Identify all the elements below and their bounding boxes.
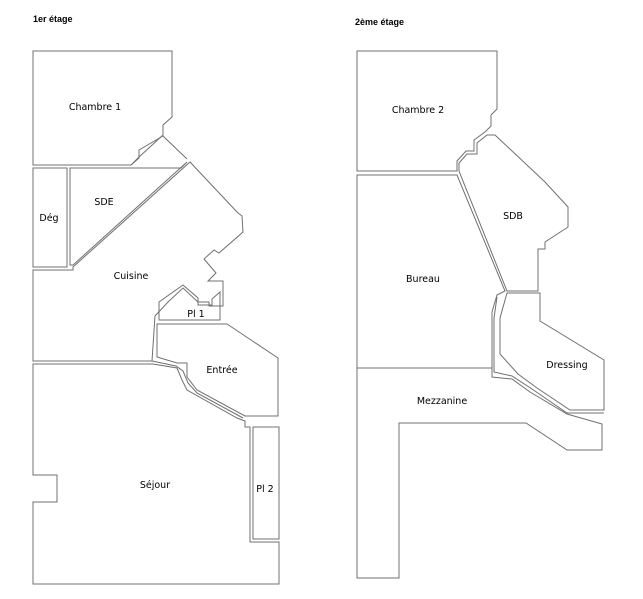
room-dressing	[499, 292, 605, 411]
label-mezzanine: Mezzanine	[417, 396, 468, 407]
label-chambre-1: Chambre 1	[69, 102, 121, 113]
label-cuisine: Cuisine	[114, 271, 149, 282]
label-entree: Entrée	[206, 365, 237, 376]
room-entree	[156, 323, 279, 417]
room-cuisine	[32, 161, 244, 362]
room-chambre-2	[356, 50, 498, 172]
label-pl-1: Pl 1	[187, 309, 204, 320]
label-sejour: Séjour	[140, 480, 170, 491]
room-pl-1	[158, 284, 221, 321]
label-sdb: SDB	[503, 211, 523, 222]
room-chambre-1	[32, 50, 173, 166]
floor-2-title: 2ème étage	[355, 17, 404, 27]
label-dressing: Dressing	[546, 360, 587, 371]
room-sejour	[32, 363, 280, 585]
wall-chambre-1-step	[130, 135, 188, 166]
room-mezzanine	[356, 367, 603, 579]
label-sde: SDE	[94, 197, 113, 208]
room-sde	[69, 161, 188, 266]
label-pl-2: Pl 2	[256, 484, 273, 495]
room-sdb	[458, 134, 569, 292]
room-deg	[32, 167, 68, 268]
wall-sejour-entry	[151, 360, 244, 419]
wall-dressing-outer	[493, 296, 604, 414]
floor-1-plan: Chambre 1 Dég SDE Cuisine Pl 1 Entrée Sé…	[32, 50, 280, 585]
room-bureau	[356, 174, 506, 369]
label-deg: Dég	[39, 213, 58, 224]
label-bureau: Bureau	[406, 274, 440, 285]
label-chambre-2: Chambre 2	[392, 105, 444, 116]
floor-2-plan: Chambre 2 SDB Bureau Dressing Mezzanine	[356, 50, 605, 579]
room-pl-2	[252, 426, 280, 540]
floor-1-title: 1er étage	[33, 14, 73, 24]
